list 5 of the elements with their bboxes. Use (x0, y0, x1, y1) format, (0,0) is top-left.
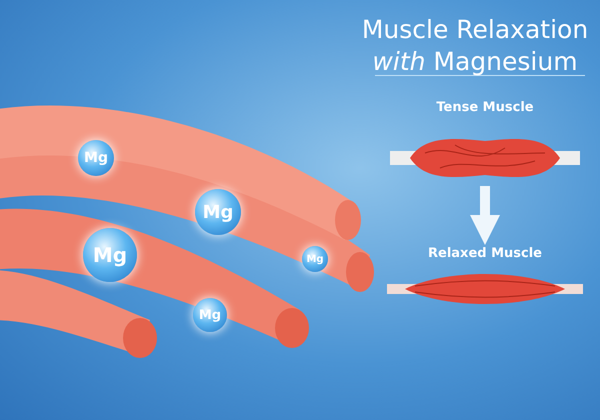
title: Muscle Relaxation with Magnesium (360, 14, 590, 78)
muscle-heading: Tense Muscle (435, 100, 535, 115)
arrow (470, 186, 500, 245)
muscle-heading: Relaxed Muscle (427, 246, 543, 261)
magnesium-bubble: Mg (193, 298, 227, 332)
